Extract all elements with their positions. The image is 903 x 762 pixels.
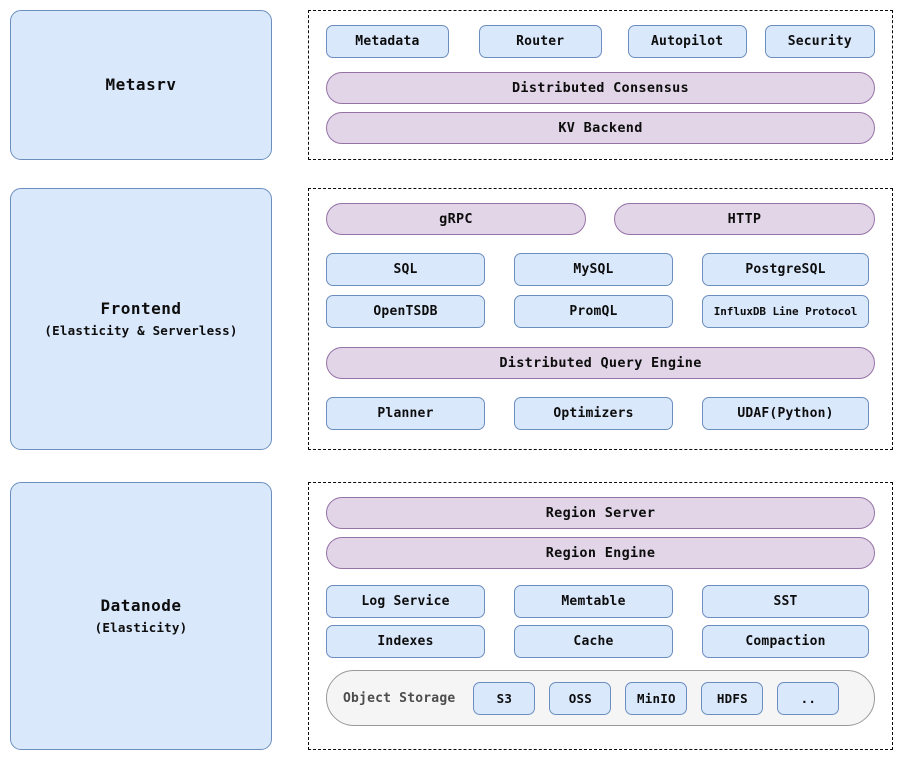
node-subtitle-datanode: (Elasticity) (94, 619, 188, 635)
object-storage-container: Object Storage S3 OSS MinIO HDFS .. (326, 670, 875, 726)
object-storage-label: Object Storage (343, 690, 456, 706)
box-autopilot[interactable]: Autopilot (627, 25, 747, 58)
box-sst[interactable]: SST (702, 585, 869, 618)
box-oss[interactable]: OSS (549, 681, 612, 715)
box-more[interactable]: .. (777, 681, 840, 715)
box-security[interactable]: Security (764, 25, 875, 58)
node-panel-datanode[interactable]: Datanode (Elasticity) (10, 482, 272, 750)
pill-kv-backend[interactable]: KV Backend (326, 112, 875, 144)
frontend-engine-parts-row: Planner Optimizers UDAF(Python) (326, 397, 875, 430)
node-title-metasrv: Metasrv (105, 75, 177, 95)
frontend-query-lang-row-1: SQL MySQL PostgreSQL (326, 253, 875, 286)
node-subtitle-frontend: (Elasticity & Serverless) (44, 322, 238, 338)
box-indexes[interactable]: Indexes (326, 625, 485, 658)
box-optimizers[interactable]: Optimizers (514, 397, 673, 430)
box-metadata[interactable]: Metadata (326, 25, 449, 58)
frontend-protocol-row: gRPC HTTP (326, 203, 875, 235)
group-frontend: gRPC HTTP SQL MySQL PostgreSQL OpenTSDB … (308, 188, 893, 450)
pill-distributed-consensus[interactable]: Distributed Consensus (326, 72, 875, 104)
box-memtable[interactable]: Memtable (514, 585, 673, 618)
box-compaction[interactable]: Compaction (702, 625, 869, 658)
node-panel-frontend[interactable]: Frontend (Elasticity & Serverless) (10, 188, 272, 450)
box-s3[interactable]: S3 (473, 681, 536, 715)
group-datanode: Region Server Region Engine Log Service … (308, 482, 893, 750)
box-log-service[interactable]: Log Service (326, 585, 485, 618)
box-minio[interactable]: MinIO (625, 681, 688, 715)
node-title-datanode: Datanode (100, 596, 182, 616)
object-storage-backends: S3 OSS MinIO HDFS .. (473, 681, 840, 715)
box-promql[interactable]: PromQL (514, 295, 673, 328)
node-panel-metasrv[interactable]: Metasrv (10, 10, 272, 160)
box-cache[interactable]: Cache (514, 625, 673, 658)
box-udaf-python[interactable]: UDAF(Python) (702, 397, 869, 430)
datanode-component-row-1: Log Service Memtable SST (326, 585, 875, 618)
pill-http[interactable]: HTTP (614, 203, 875, 235)
datanode-component-row-2: Indexes Cache Compaction (326, 625, 875, 658)
box-hdfs[interactable]: HDFS (701, 681, 764, 715)
pill-region-engine[interactable]: Region Engine (326, 537, 875, 569)
box-influxdb-line-protocol[interactable]: InfluxDB Line Protocol (702, 295, 869, 328)
pill-grpc[interactable]: gRPC (326, 203, 586, 235)
pill-distributed-query-engine[interactable]: Distributed Query Engine (326, 347, 875, 379)
node-title-frontend: Frontend (100, 299, 182, 319)
box-postgresql[interactable]: PostgreSQL (702, 253, 869, 286)
frontend-query-lang-row-2: OpenTSDB PromQL InfluxDB Line Protocol (326, 295, 875, 328)
box-mysql[interactable]: MySQL (514, 253, 673, 286)
box-opentsdb[interactable]: OpenTSDB (326, 295, 485, 328)
group-metasrv: Metadata Router Autopilot Security Distr… (308, 10, 893, 160)
box-sql[interactable]: SQL (326, 253, 485, 286)
pill-region-server[interactable]: Region Server (326, 497, 875, 529)
box-router[interactable]: Router (478, 25, 602, 58)
metasrv-component-row: Metadata Router Autopilot Security (326, 25, 875, 58)
box-planner[interactable]: Planner (326, 397, 485, 430)
